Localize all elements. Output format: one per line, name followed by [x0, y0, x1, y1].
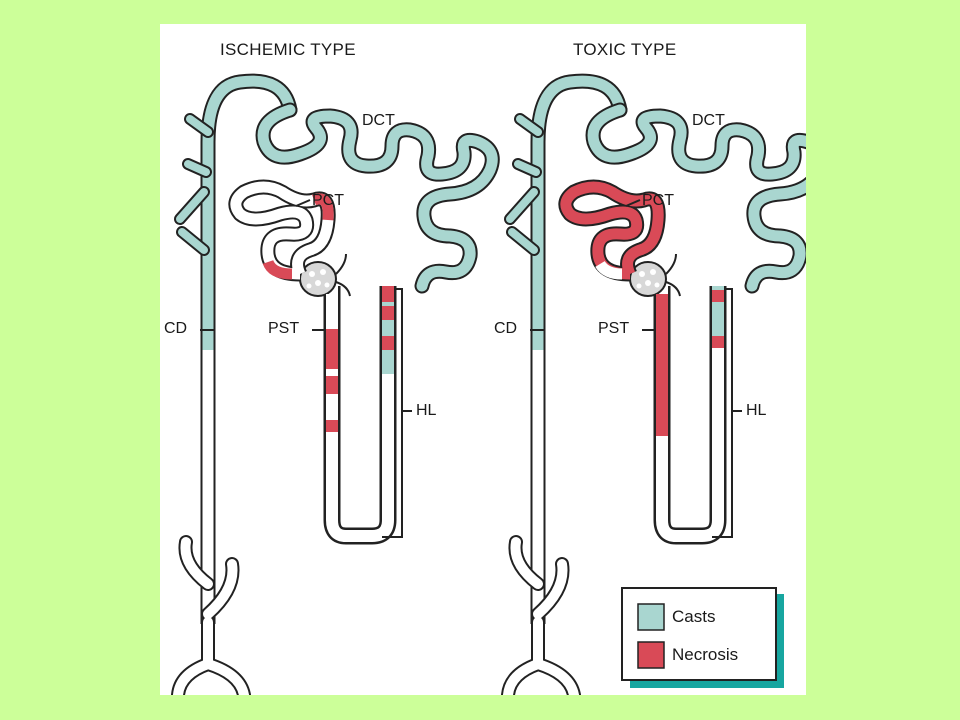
label-hl-toxic: HL	[746, 402, 767, 419]
toxic-nephron	[508, 81, 806, 695]
panel-title-ischemic: ISCHEMIC TYPE	[220, 40, 356, 59]
label-pct-toxic: PCT	[642, 192, 674, 209]
legend-casts-swatch	[637, 603, 665, 631]
label-dct-ischemic: DCT	[362, 112, 395, 129]
legend-necrosis-swatch	[637, 641, 665, 669]
panel-title-toxic: TOXIC TYPE	[573, 40, 677, 59]
ischemic-nephron	[178, 81, 492, 695]
label-pst-ischemic: PST	[268, 320, 300, 337]
label-cd-toxic: CD	[494, 320, 518, 337]
label-pst-toxic: PST	[598, 320, 630, 337]
legend-necrosis-label: Necrosis	[672, 645, 739, 664]
diagram-panel: ISCHEMIC TYPE TOXIC TYPE DCT PCT PST CD …	[160, 24, 806, 695]
label-dct-toxic: DCT	[692, 112, 725, 129]
legend	[621, 587, 784, 688]
nephron-diagrams	[160, 24, 806, 695]
label-pct-ischemic: PCT	[312, 192, 344, 209]
label-hl-ischemic: HL	[416, 402, 437, 419]
legend-casts-label: Casts	[672, 607, 716, 626]
label-cd-ischemic: CD	[164, 320, 188, 337]
